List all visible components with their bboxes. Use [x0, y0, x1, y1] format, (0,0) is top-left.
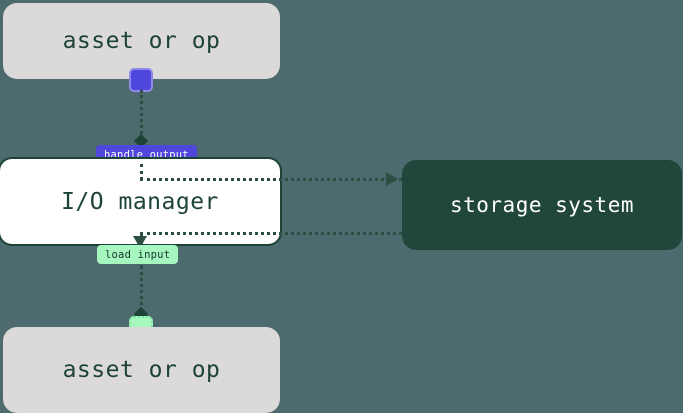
node-asset-or-op-top[interactable]: asset or op	[3, 3, 280, 79]
node-asset-or-op-bottom[interactable]: asset or op	[3, 327, 280, 413]
node-label: asset or op	[62, 357, 221, 383]
node-label: storage system	[449, 193, 634, 217]
edge-line-io-manager-to-storage	[140, 178, 402, 181]
node-label: I/O manager	[61, 188, 219, 215]
edge-label-text: load input	[105, 248, 171, 261]
arrowhead-icon-to-storage	[386, 172, 398, 186]
output-port-square-icon[interactable]	[129, 68, 153, 92]
edge-line-asset-to-handle-output	[140, 90, 143, 140]
edge-line-storage-to-io-manager	[140, 232, 402, 235]
node-label: asset or op	[62, 28, 221, 54]
edge-line-handle-output-into-io-manager	[140, 164, 143, 180]
edge-line-load-input-to-asset	[140, 265, 143, 313]
edge-label-load-input[interactable]: load input	[97, 245, 179, 264]
node-storage-system[interactable]: storage system	[402, 160, 682, 250]
